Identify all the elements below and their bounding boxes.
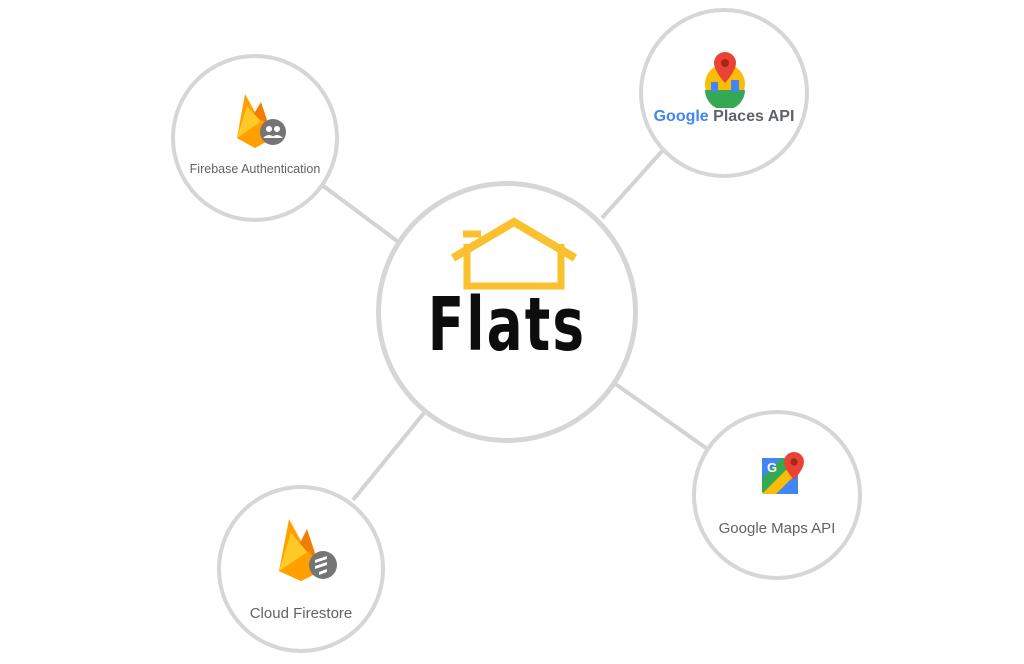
google-wordmark: Google — [653, 108, 709, 125]
firebase-auth-node: Firebase Authentication — [171, 54, 339, 222]
places-label: Google Places API — [643, 108, 805, 126]
google-places-node: Google Places API — [639, 8, 809, 178]
auth-label: Firebase Authentication — [189, 162, 321, 176]
svg-text:G: G — [767, 460, 777, 475]
flats-hub-node: Flats — [376, 181, 638, 443]
maps-label: Google Maps API — [718, 520, 836, 537]
connector-auth — [320, 183, 399, 243]
connector-maps — [612, 381, 708, 450]
firestore-label: Cloud Firestore — [249, 605, 353, 622]
connector-firestore — [351, 411, 426, 502]
cloud-firestore-node: Cloud Firestore — [217, 485, 385, 653]
firebase-people-icon — [237, 94, 286, 148]
google-maps-node: G Google Maps API — [692, 410, 862, 580]
firebase-firestore-icon — [279, 519, 337, 581]
places-label-text: Places API — [713, 108, 795, 125]
brand-name: Flats — [427, 282, 587, 368]
places-pin-icon — [705, 52, 745, 108]
google-maps-icon: G — [762, 452, 804, 494]
connector-places — [600, 148, 665, 220]
house-icon — [450, 217, 578, 290]
